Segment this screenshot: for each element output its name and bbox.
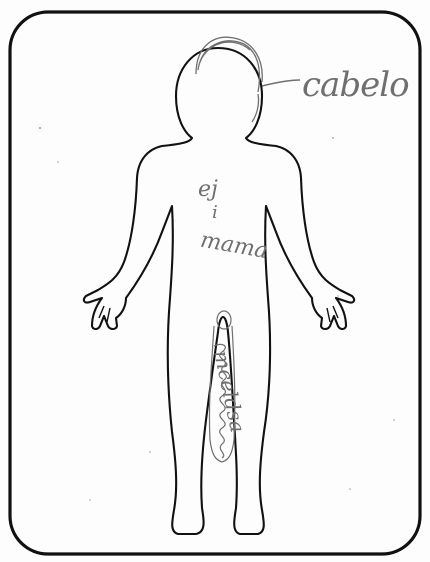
chest-label-mama: mama	[198, 228, 269, 264]
hair-pointer-line	[262, 80, 300, 86]
chest-label-ej: ej	[198, 177, 218, 202]
legs-label: mceldsa	[209, 348, 250, 435]
hair-label: cabelo	[302, 65, 409, 105]
chest-label-i: i	[212, 202, 218, 223]
